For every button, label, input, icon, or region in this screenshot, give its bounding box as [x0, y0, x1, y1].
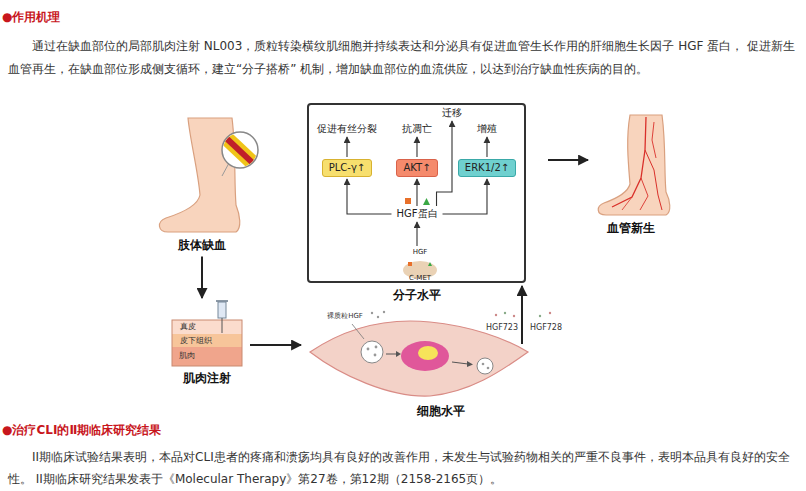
connector	[486, 137, 487, 157]
effect-text: 抗凋亡	[401, 123, 433, 135]
section-heading: ●治疗CLI的Ⅱ期临床研究结果	[2, 423, 161, 437]
effect-text: 促进有丝分裂	[316, 123, 378, 135]
layer-label: 真皮	[180, 322, 196, 332]
leg-figure: 血管新生	[592, 110, 692, 216]
node-text: 增殖	[477, 123, 497, 135]
connector	[416, 179, 417, 206]
figure-caption: 肌肉注射	[183, 371, 231, 385]
receptor: HGF C-MET	[402, 248, 438, 282]
node-text: 促进有丝分裂	[317, 123, 377, 135]
kinase-box: AKT↑	[396, 159, 437, 177]
effect-text: 增殖	[476, 123, 498, 135]
ischemic-leg	[159, 118, 258, 232]
node-text: C-MET	[409, 274, 431, 282]
kinase-box: PLC-γ↑	[322, 159, 373, 177]
connector	[347, 179, 391, 214]
isoform-label: HGF723	[486, 323, 518, 333]
node-text: ERK1/2↑	[465, 162, 509, 174]
connector	[346, 137, 347, 157]
connector	[201, 256, 203, 298]
node-text: HGF	[413, 248, 428, 256]
node-text: PLC-γ↑	[329, 162, 366, 174]
muscle-cell	[310, 311, 551, 396]
connector	[437, 121, 452, 206]
kinase-box: ERK1/2↑	[458, 159, 516, 177]
connector	[443, 179, 487, 214]
body-paragraph: II期临床试验结果表明，本品对CLI患者的疼痛和溃疡均具有良好的改善作用，未发生…	[8, 446, 802, 490]
connector	[521, 286, 523, 344]
layer-label: 肌肉	[179, 351, 195, 361]
connector	[416, 137, 417, 157]
node-text: 抗凋亡	[402, 123, 432, 135]
figure-caption: 分子水平	[393, 288, 441, 302]
protein-text: HGF蛋白	[394, 208, 439, 220]
node-text: 迁移	[442, 107, 462, 119]
section-heading: ●作用机理	[2, 10, 60, 24]
leg-figure: 肢体缺血	[150, 112, 254, 236]
plasmid-label: 裸质粒HGF	[327, 312, 363, 320]
body-paragraph: 通过在缺血部位的局部肌肉注射 NL003，质粒转染横纹肌细胞并持续表达和分泌具有…	[8, 35, 802, 81]
figure-caption: 血管新生	[607, 221, 655, 235]
figure-caption: 肢体缺血	[178, 238, 226, 252]
effect-text: 迁移	[441, 107, 463, 119]
connector	[416, 222, 417, 246]
level-frame: 分子水平促进有丝分裂抗凋亡迁移增殖PLC-γ↑AKT↑ERK1/2↑HGF蛋白H…	[307, 103, 526, 283]
node-text: AKT↑	[403, 162, 430, 174]
node-text: HGF蛋白	[396, 208, 437, 220]
isoform-label: HGF728	[530, 323, 562, 333]
connector	[250, 344, 301, 346]
revascularized-leg	[598, 115, 670, 215]
skin-section	[172, 301, 242, 366]
layer-label: 皮下组织	[180, 336, 212, 346]
connector	[548, 159, 588, 161]
figure-caption: 细胞水平	[417, 404, 465, 418]
